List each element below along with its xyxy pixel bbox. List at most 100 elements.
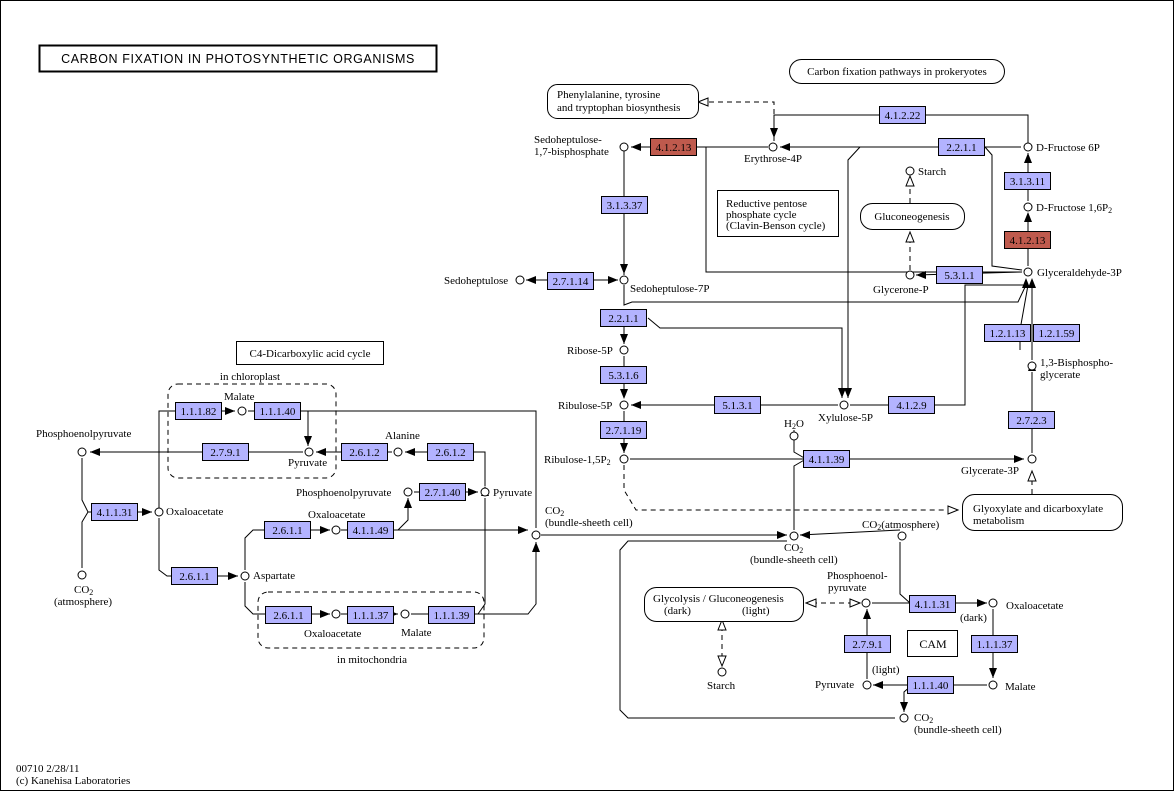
enzyme-2-7-9-1-right[interactable]: 2.7.9.1	[844, 635, 891, 653]
compound-node-sbp[interactable]	[619, 142, 629, 152]
enzyme-5-3-1-6[interactable]: 5.3.1.6	[600, 366, 647, 384]
compound-label-pep-cam-1: Phosphoenol-	[827, 570, 888, 582]
compound-node-malate-mito[interactable]	[400, 609, 410, 619]
enzyme-2-7-1-19[interactable]: 2.7.1.19	[600, 421, 647, 439]
map-link-glyoxylate[interactable]: Glyoxylate and dicarboxylate metabolism	[962, 494, 1123, 531]
map-link-glycolysis[interactable]: Glycolysis / Gluconeogenesis (dark) (lig…	[644, 587, 804, 622]
compound-node-co2-atm-left[interactable]	[77, 570, 87, 580]
compound-label-sbp-2: 1,7-bisphosphate	[534, 146, 609, 158]
compound-node-starch-top[interactable]	[905, 166, 915, 176]
compound-node-fructose16p[interactable]	[1023, 202, 1033, 212]
compound-label-co2-bs-mid-2: (bundle-sheeth cell)	[750, 554, 838, 566]
enzyme-4-1-2-9[interactable]: 4.1.2.9	[888, 396, 935, 414]
compound-node-pyruvate-mid[interactable]	[480, 487, 490, 497]
compound-node-glycerone-p[interactable]	[905, 270, 915, 280]
enzyme-1-1-1-82[interactable]: 1.1.1.82	[175, 402, 222, 420]
enzyme-1-1-1-39[interactable]: 1.1.1.39	[428, 606, 475, 624]
enzyme-2-6-1-2-a[interactable]: 2.6.1.2	[341, 443, 388, 461]
enzyme-2-7-9-1-left[interactable]: 2.7.9.1	[202, 443, 249, 461]
enzyme-1-1-1-37-cam[interactable]: 1.1.1.37	[971, 635, 1018, 653]
compound-node-malate-chl[interactable]	[237, 406, 247, 416]
enzyme-2-7-2-3[interactable]: 2.7.2.3	[1008, 411, 1055, 429]
compound-node-pep-cam[interactable]	[861, 598, 871, 608]
enzyme-5-3-1-1[interactable]: 5.3.1.1	[936, 266, 983, 284]
compound-node-fructose6p[interactable]	[1023, 142, 1033, 152]
enzyme-3-1-3-37[interactable]: 3.1.3.37	[601, 196, 648, 214]
enzyme-2-2-1-1-top[interactable]: 2.2.1.1	[938, 138, 985, 156]
enzyme-4-1-2-13-right-label: 4.1.2.13	[1010, 235, 1046, 247]
compound-label-aspartate: Aspartate	[253, 570, 295, 582]
map-title: CARBON FIXATION IN PHOTOSYNTHETIC ORGANI…	[38, 44, 438, 73]
compound-node-rubp[interactable]	[619, 454, 629, 464]
compound-node-starch-bottom[interactable]	[717, 667, 727, 677]
compound-label-co2-atm-left-2: (atmosphere)	[54, 596, 112, 608]
enzyme-3-1-3-11[interactable]: 3.1.3.11	[1004, 172, 1051, 190]
compound-label-gap: Glyceraldehyde-3P	[1037, 267, 1122, 279]
map-link-prokaryotes[interactable]: Carbon fixation pathways in prokeryotes	[789, 59, 1005, 84]
compound-label-oxaloacetate-mid: Oxaloacetate	[308, 509, 366, 521]
compound-node-erythrose4p[interactable]	[768, 142, 778, 152]
compound-node-co2-atm-right[interactable]	[897, 531, 907, 541]
compound-node-ribose5p[interactable]	[619, 345, 629, 355]
compound-node-bpg[interactable]	[1027, 361, 1037, 371]
enzyme-2-6-1-1-mid[interactable]: 2.6.1.1	[264, 521, 311, 539]
compound-node-sedoheptulose7p[interactable]	[619, 275, 629, 285]
enzyme-5-3-1-1-label: 5.3.1.1	[944, 270, 974, 282]
enzyme-2-6-1-2-b[interactable]: 2.6.1.2	[427, 443, 474, 461]
compound-node-oxaloacetate-mito[interactable]	[331, 609, 341, 619]
compound-node-xylulose5p[interactable]	[839, 400, 849, 410]
compound-node-co2-bs-bottom[interactable]	[899, 713, 909, 723]
compound-node-sedoheptulose[interactable]	[515, 275, 525, 285]
enzyme-2-6-1-1-left[interactable]: 2.6.1.1	[171, 567, 218, 585]
enzyme-2-7-9-1-left-label: 2.7.9.1	[210, 447, 240, 459]
enzyme-2-7-1-14[interactable]: 2.7.1.14	[547, 272, 594, 290]
enzyme-4-1-1-31-left[interactable]: 4.1.1.31	[91, 503, 138, 521]
compound-node-oxaloacetate-left[interactable]	[154, 507, 164, 517]
compound-node-oxaloacetate-cam[interactable]	[988, 598, 998, 608]
compound-node-pep-left[interactable]	[77, 447, 87, 457]
compound-label-pyruvate-cam: Pyruvate	[815, 679, 854, 691]
map-link-phenylalanine[interactable]: Phenylalanine, tyrosine and tryptophan b…	[547, 84, 699, 119]
compound-node-malate-cam[interactable]	[988, 680, 998, 690]
enzyme-2-7-1-40[interactable]: 2.7.1.40	[419, 483, 466, 501]
enzyme-2-6-1-2-a-label: 2.6.1.2	[349, 447, 379, 459]
compound-label-malate-mito: Malate	[401, 627, 432, 639]
enzyme-2-6-1-1-mito[interactable]: 2.6.1.1	[265, 606, 312, 624]
compound-labels: Sedoheptulose- 1,7-bisphosphate Erythros…	[36, 134, 1122, 736]
compound-nodes	[77, 142, 1037, 723]
enzyme-1-2-1-13[interactable]: 1.2.1.13	[984, 324, 1031, 342]
enzyme-1-2-1-59[interactable]: 1.2.1.59	[1033, 324, 1080, 342]
compound-node-ribulose5p[interactable]	[619, 400, 629, 410]
compound-node-gap[interactable]	[1023, 267, 1033, 277]
compound-label-co2-bs-mid: CO2	[784, 542, 803, 555]
compound-node-pyruvate-chl[interactable]	[304, 447, 314, 457]
compound-node-pyruvate-cam[interactable]	[862, 680, 872, 690]
enzyme-2-2-1-1-mid[interactable]: 2.2.1.1	[600, 309, 647, 327]
compound-node-glycerate3p[interactable]	[1027, 454, 1037, 464]
compound-node-co2-bs-left[interactable]	[531, 530, 541, 540]
compound-node-aspartate[interactable]	[240, 571, 250, 581]
compound-label-pep-left: Phosphoenolpyruvate	[36, 428, 131, 440]
enzyme-1-2-1-59-label: 1.2.1.59	[1039, 328, 1075, 340]
compound-node-oxaloacetate-mid[interactable]	[331, 525, 341, 535]
enzyme-4-1-2-13-right[interactable]: 4.1.2.13	[1004, 231, 1051, 249]
enzyme-4-1-1-31-right[interactable]: 4.1.1.31	[909, 595, 956, 613]
enzyme-4-1-2-13-top-label: 4.1.2.13	[656, 142, 692, 154]
enzyme-1-1-1-37-mito[interactable]: 1.1.1.37	[347, 606, 394, 624]
enzyme-1-1-1-40-chl[interactable]: 1.1.1.40	[254, 402, 301, 420]
compound-node-pep-mid[interactable]	[403, 487, 413, 497]
enzyme-2-6-1-1-mid-label: 2.6.1.1	[272, 525, 302, 537]
compound-node-h2o[interactable]	[789, 431, 799, 441]
enzyme-4-1-2-13-top[interactable]: 4.1.2.13	[650, 138, 697, 156]
enzyme-4-1-2-22[interactable]: 4.1.2.22	[879, 106, 926, 124]
enzyme-4-1-1-49[interactable]: 4.1.1.49	[347, 521, 394, 539]
enzyme-4-1-1-39[interactable]: 4.1.1.39	[803, 450, 850, 468]
enzyme-5-1-3-1[interactable]: 5.1.3.1	[714, 396, 761, 414]
footer-copyright: (c) Kanehisa Laboratories	[16, 775, 130, 787]
enzyme-1-1-1-40-cam[interactable]: 1.1.1.40	[907, 676, 954, 694]
compound-node-alanine[interactable]	[393, 447, 403, 457]
map-link-gluconeogenesis[interactable]: Gluconeogenesis	[860, 203, 965, 230]
compound-node-co2-bs-mid[interactable]	[789, 531, 799, 541]
